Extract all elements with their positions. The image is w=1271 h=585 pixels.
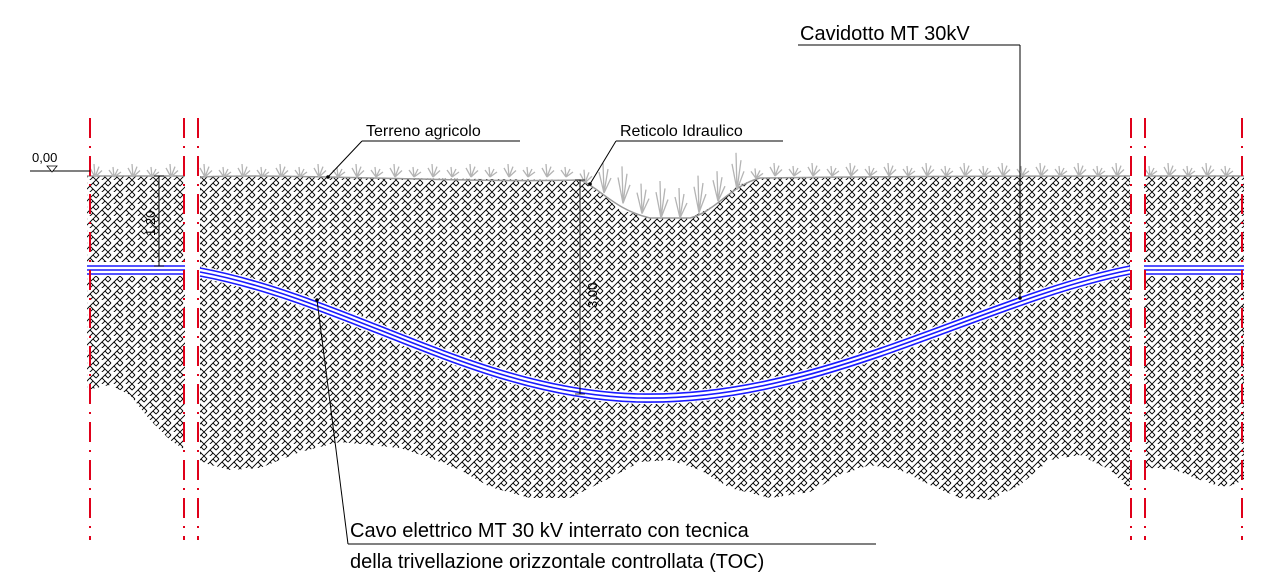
cavo-label-line1: Cavo elettrico MT 30 kV interrato con te… [350, 520, 750, 542]
grass-tuft [1144, 165, 1158, 177]
grass-tuft [351, 163, 365, 178]
grass-tuft [541, 163, 555, 178]
callout-reticolo: Reticolo Idraulico [588, 123, 783, 186]
grass-tuft [1111, 162, 1125, 177]
section-cut-lines [89, 118, 1243, 540]
grass-tuft [598, 163, 612, 194]
grass-tuft [1073, 162, 1087, 177]
grass-tuft [332, 166, 346, 178]
cable-toc-curve [198, 264, 1132, 405]
callout-cavidotto: Cavidotto MT 30kV [798, 23, 1022, 300]
grass-tuft [807, 162, 821, 177]
soil-section-main [200, 176, 1130, 500]
grass-tuft [959, 162, 973, 177]
cable-straight-left [87, 265, 185, 275]
grass-tuft [712, 171, 726, 202]
grass-tuft [1163, 162, 1177, 177]
grass-tuft [313, 163, 327, 178]
grass-tuft [731, 152, 745, 191]
level-label: 0,00 [32, 150, 57, 165]
grass-tuft [617, 166, 631, 204]
grass-tuft [427, 163, 441, 178]
grass-tuft [921, 162, 935, 177]
depth-label-120: 1,20 [143, 211, 158, 236]
soil-section-left [87, 176, 185, 450]
grass-tuft [655, 180, 669, 219]
terreno-label: Terreno agricolo [366, 123, 481, 140]
grass-tuft [788, 165, 802, 177]
cable-straight-right [1144, 265, 1244, 275]
grass-tuft [864, 165, 878, 177]
grass-tuft [108, 166, 122, 178]
grass-tuft [560, 166, 574, 178]
grass-tuft [883, 162, 897, 177]
grass-tuft [522, 166, 536, 178]
grass-tuft [1182, 165, 1196, 177]
grass-tuft [579, 169, 593, 184]
reticolo-label: Reticolo Idraulico [620, 123, 743, 140]
grass-tuft [693, 175, 707, 213]
grass-tuft [127, 163, 141, 178]
grass-tuft [389, 163, 403, 178]
grass-tuft [750, 168, 764, 179]
dimension-3-00: 3,00 [575, 179, 600, 395]
grass-tuft [845, 162, 859, 177]
grass-tuft [446, 166, 460, 178]
callout-cavo: Cavo elettrico MT 30 kV interrato con te… [315, 298, 876, 573]
level-marker: 0,00 [30, 150, 90, 173]
cavo-label-line2: della trivellazione orizzontale controll… [350, 551, 764, 573]
dimension-1-20: 1,20 [143, 175, 164, 267]
grass-tuft [997, 162, 1011, 177]
grass-tufts [89, 152, 1234, 219]
grass-tuft [826, 165, 840, 177]
grass-tuft [218, 166, 232, 178]
grass-tuft [146, 166, 160, 178]
grass-tuft [408, 166, 422, 178]
grass-tuft [1016, 165, 1030, 177]
cavidotto-label: Cavidotto MT 30kV [800, 23, 970, 45]
soil-section-right [1144, 176, 1244, 488]
grass-tuft [978, 165, 992, 177]
grass-tuft [237, 163, 251, 178]
grass-tuft [902, 165, 916, 177]
grass-tuft [89, 163, 103, 178]
ground-surface [87, 175, 1244, 219]
grass-tuft [940, 165, 954, 177]
grass-tuft [370, 166, 384, 178]
grass-tuft [275, 163, 289, 178]
callout-terreno: Terreno agricolo [326, 123, 520, 179]
grass-tuft [1201, 162, 1215, 177]
grass-tuft [674, 187, 688, 219]
grass-tuft [199, 163, 213, 178]
grass-tuft [1092, 165, 1106, 177]
grass-tuft [165, 163, 179, 178]
grass-tuft [484, 166, 498, 178]
grass-tuft [465, 163, 479, 178]
grass-tuft [256, 166, 270, 178]
grass-tuft [503, 163, 517, 178]
grass-tuft [1054, 165, 1068, 177]
grass-tuft [636, 183, 650, 214]
grass-tuft [769, 162, 783, 177]
grass-tuft [1035, 162, 1049, 177]
depth-label-300: 3,00 [585, 283, 600, 308]
grass-tuft [1220, 165, 1234, 177]
grass-tuft [294, 166, 308, 178]
